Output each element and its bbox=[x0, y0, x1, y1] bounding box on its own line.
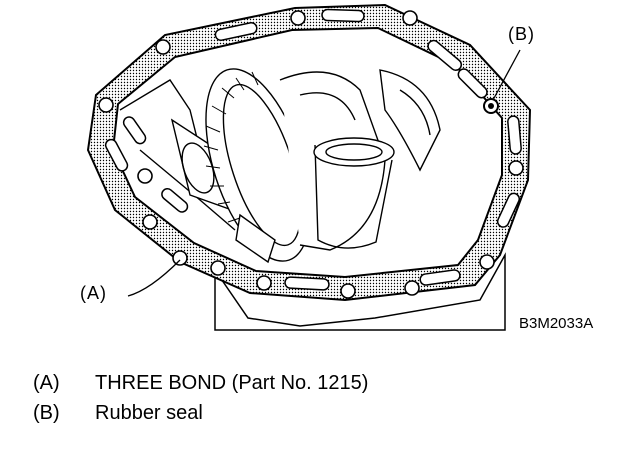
legend-item: (B) Rubber seal bbox=[33, 398, 368, 428]
legend: (A) THREE BOND (Part No. 1215) (B) Rubbe… bbox=[33, 368, 368, 428]
legend-key: (A) bbox=[33, 372, 60, 394]
legend-item: (A) THREE BOND (Part No. 1215) bbox=[33, 368, 368, 398]
figure-code: B3M2033A bbox=[519, 315, 594, 332]
gasket-diagram bbox=[86, 3, 532, 331]
legend-key: (B) bbox=[33, 402, 60, 424]
leader-line-a bbox=[127, 259, 181, 297]
legend-text: THREE BOND (Part No. 1215) bbox=[95, 372, 369, 394]
gasket-flange bbox=[86, 3, 532, 302]
differential-gears bbox=[119, 68, 441, 264]
flange-slots bbox=[104, 8, 522, 291]
legend-text: Rubber seal bbox=[95, 402, 203, 424]
callout-label-a: (A) bbox=[80, 283, 107, 303]
bolt-holes bbox=[98, 10, 524, 299]
leader-line-b bbox=[492, 49, 521, 101]
callout-label-b: (B) bbox=[508, 24, 535, 44]
housing-body bbox=[214, 252, 506, 331]
